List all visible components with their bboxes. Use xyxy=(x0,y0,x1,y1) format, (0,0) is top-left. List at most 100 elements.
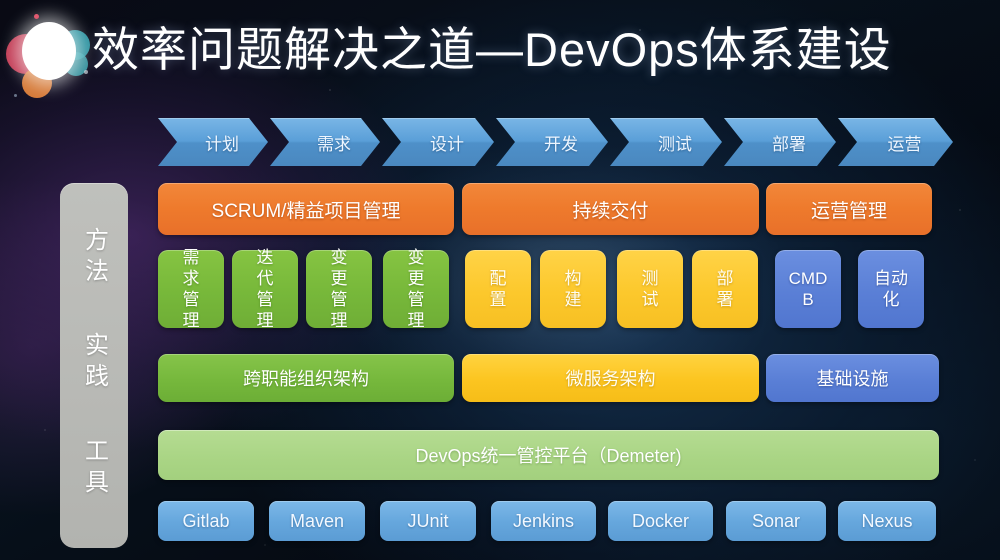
tool-card-label: Gitlab xyxy=(182,510,230,531)
practice-blue-card-2[interactable]: 自动化 xyxy=(858,250,924,328)
slide-title: 效率问题解决之道—DevOps体系建设 xyxy=(92,23,892,76)
tool-card-label: JUnit xyxy=(407,510,449,531)
lifecycle-stage-label: 开发 xyxy=(544,134,578,154)
label-line: 化 xyxy=(882,290,900,309)
lifecycle-stage-2[interactable]: 需求 xyxy=(270,118,380,166)
practice-green-card-label: 需求管理 xyxy=(183,247,200,331)
practice-green-card-label: 变更管理 xyxy=(408,247,425,331)
label-line: 更 xyxy=(330,269,348,288)
logo-dot-1 xyxy=(34,14,39,19)
lifecycle-stage-label: 运营 xyxy=(887,134,922,154)
tool-card-gitlab[interactable]: Gitlab xyxy=(158,501,254,541)
lifecycle-stage-4[interactable]: 开发 xyxy=(496,118,608,166)
practice-green-card-4[interactable]: 变更管理 xyxy=(383,247,449,331)
tool-card-label: Jenkins xyxy=(512,510,575,531)
label-line: 代 xyxy=(256,269,274,288)
practice-blue-card-label: CMD B xyxy=(789,268,828,310)
architecture-card-3[interactable]: 基础设施 xyxy=(766,354,939,402)
label-line: 迭 xyxy=(256,248,274,267)
logo-circle-white xyxy=(22,22,76,80)
method-card-label: 持续交付 xyxy=(572,200,649,222)
practice-green-card-label: 迭代管理 xyxy=(257,247,274,331)
label-line: 理 xyxy=(182,311,200,330)
architecture-card-label: 基础设施 xyxy=(816,369,889,389)
lifecycle-stage-label: 需求 xyxy=(317,134,351,154)
logo-dot-2 xyxy=(84,70,88,74)
tool-card-label: Docker xyxy=(631,510,689,531)
label-line: 管 xyxy=(330,290,348,309)
practice-yellow-card-label: 部署 xyxy=(717,268,734,310)
label-line: 配 xyxy=(489,269,507,288)
practice-yellow-card-label: 测试 xyxy=(642,268,659,310)
method-card-3[interactable]: 运营管理 xyxy=(766,183,932,235)
architecture-card-label: 微服务架构 xyxy=(565,369,656,389)
label-line: 求 xyxy=(182,269,200,288)
lifecycle-stage-label: 计划 xyxy=(205,134,239,154)
label-line: CMD xyxy=(788,269,828,288)
tool-card-docker[interactable]: Docker xyxy=(608,501,713,541)
practice-yellow-card-2[interactable]: 构建 xyxy=(540,250,606,328)
label-line: 理 xyxy=(407,311,425,330)
practice-green-card-2[interactable]: 迭代管理 xyxy=(232,247,298,331)
tool-card-sonar[interactable]: Sonar xyxy=(726,501,826,541)
tool-card-nexus[interactable]: Nexus xyxy=(838,501,936,541)
label-line: 变 xyxy=(407,248,425,267)
rail-item-1: 方法 xyxy=(80,226,108,289)
architecture-card-2[interactable]: 微服务架构 xyxy=(462,354,759,402)
lifecycle-stage-3[interactable]: 设计 xyxy=(382,118,494,166)
label-line: 管 xyxy=(407,290,425,309)
platform-bar[interactable]: DevOps统一管控平台（Demeter) xyxy=(158,430,939,480)
practice-yellow-card-label: 构建 xyxy=(565,268,582,310)
logo-dot-3 xyxy=(14,94,17,97)
label-line: 署 xyxy=(716,290,734,309)
lifecycle-stage-7[interactable]: 运营 xyxy=(838,118,953,166)
lifecycle-stage-5[interactable]: 测试 xyxy=(610,118,722,166)
slide-header: 效率问题解决之道—DevOps体系建设 xyxy=(0,0,1000,100)
brand-circles-logo xyxy=(4,8,96,100)
label-line: 测 xyxy=(641,269,659,288)
tool-card-jenkins[interactable]: Jenkins xyxy=(491,501,596,541)
label-line: 管 xyxy=(256,290,274,309)
platform-bar-label: DevOps统一管控平台（Demeter) xyxy=(415,446,682,466)
label-line: 建 xyxy=(564,290,582,309)
practice-yellow-card-label: 配置 xyxy=(490,268,507,310)
label-line: 管 xyxy=(182,290,200,309)
practice-blue-card-label: 自动化 xyxy=(874,268,908,310)
practice-blue-card-1[interactable]: CMD B xyxy=(775,250,841,328)
label-line: 需 xyxy=(182,248,200,267)
lifecycle-stage-label: 测试 xyxy=(658,134,692,154)
lifecycle-stage-label: 设计 xyxy=(430,134,464,154)
architecture-card-1[interactable]: 跨职能组织架构 xyxy=(158,354,454,402)
lifecycle-chevron-row: 计划 需求 设计 开发 测试 部署 运营 xyxy=(158,118,955,166)
practice-yellow-card-3[interactable]: 测试 xyxy=(617,250,683,328)
label-line: 理 xyxy=(330,311,348,330)
label-line: B xyxy=(802,290,814,309)
tool-card-label: Nexus xyxy=(861,510,913,531)
practice-yellow-card-1[interactable]: 配置 xyxy=(465,250,531,328)
practice-green-card-3[interactable]: 变更管理 xyxy=(306,247,372,331)
label-line: 置 xyxy=(489,290,507,309)
method-card-label: 运营管理 xyxy=(810,200,887,222)
label-line: 自动 xyxy=(874,269,908,288)
practice-green-card-1[interactable]: 需求管理 xyxy=(158,247,224,331)
architecture-card-label: 跨职能组织架构 xyxy=(243,369,369,389)
tool-card-junit[interactable]: JUnit xyxy=(380,501,476,541)
lifecycle-stage-6[interactable]: 部署 xyxy=(724,118,836,166)
label-line: 构 xyxy=(564,269,582,288)
method-card-label: SCRUM/精益项目管理 xyxy=(211,200,401,222)
label-line: 变 xyxy=(330,248,348,267)
lifecycle-stage-1[interactable]: 计划 xyxy=(158,118,268,166)
label-line: 理 xyxy=(256,311,274,330)
category-rail: 方法实践工具 xyxy=(60,183,128,548)
method-card-2[interactable]: 持续交付 xyxy=(462,183,759,235)
tool-card-label: Maven xyxy=(289,510,345,531)
practice-green-card-label: 变更管理 xyxy=(331,247,348,331)
lifecycle-stage-label: 部署 xyxy=(772,134,806,154)
practice-yellow-card-4[interactable]: 部署 xyxy=(692,250,758,328)
label-line: 更 xyxy=(407,269,425,288)
rail-item-3: 工具 xyxy=(80,438,108,501)
tool-card-label: Sonar xyxy=(751,510,801,531)
method-card-1[interactable]: SCRUM/精益项目管理 xyxy=(158,183,454,235)
tool-card-maven[interactable]: Maven xyxy=(269,501,365,541)
